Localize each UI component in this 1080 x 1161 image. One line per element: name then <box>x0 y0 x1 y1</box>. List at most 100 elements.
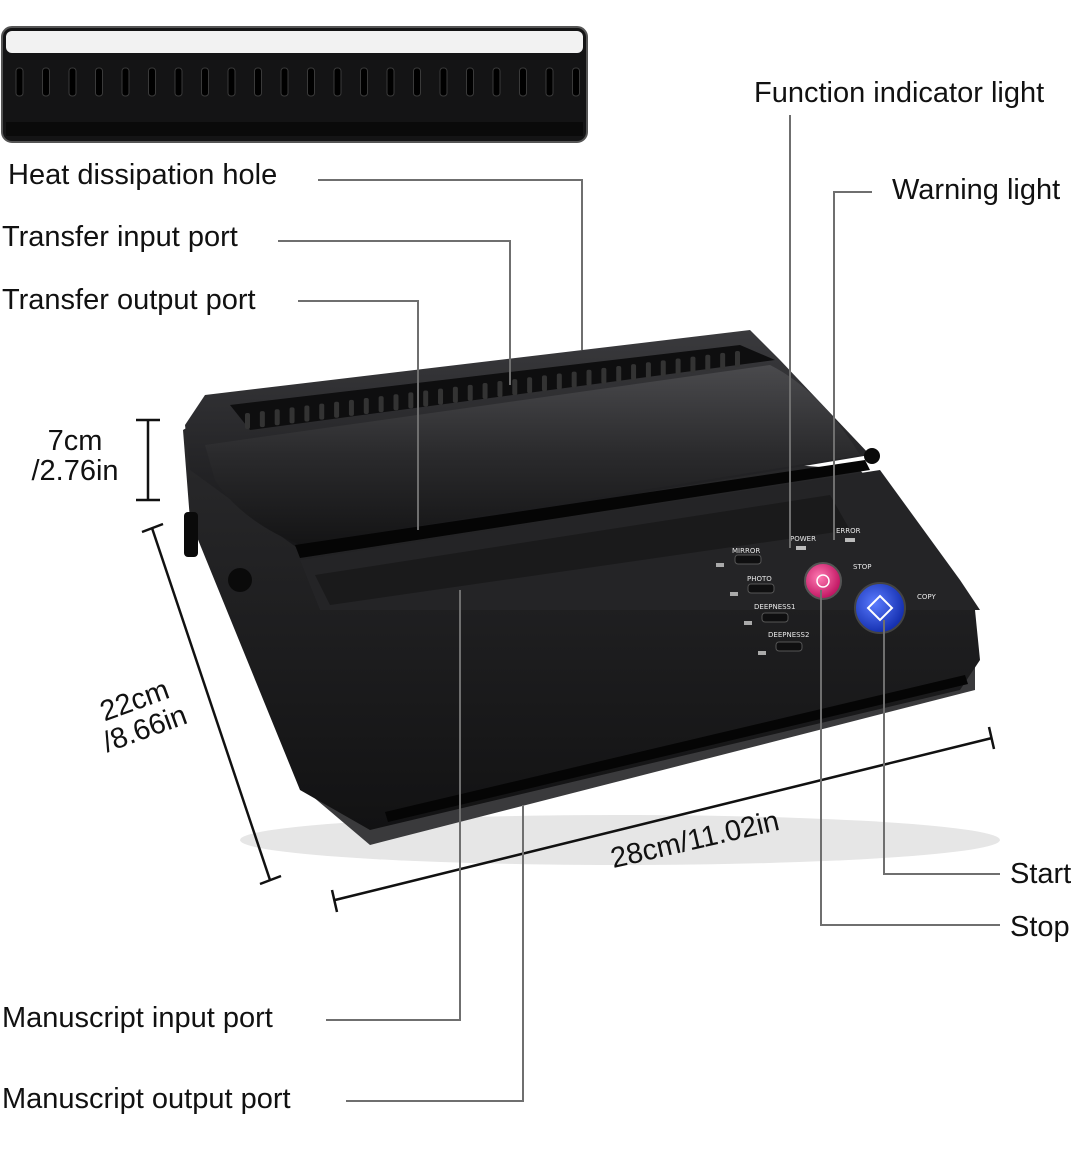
device-vent-slot <box>334 401 340 418</box>
photo-label: PHOTO <box>747 575 772 583</box>
device-vent-slot <box>556 373 562 390</box>
device-vent-slot <box>482 382 488 399</box>
depth-dimension-mark <box>141 522 282 886</box>
device-vent-slot <box>660 360 666 377</box>
deepness1-label: DEEPNESS1 <box>754 603 795 611</box>
device-vent-slot <box>259 411 265 428</box>
device-vent-slot <box>720 352 726 369</box>
vent-slot <box>492 67 501 97</box>
thermal-copier-device: POWER ERROR MIRROR PHOTO DEEPNESS1 DEEPN… <box>183 330 1000 865</box>
height-dimension-mark <box>136 418 160 502</box>
error-label: ERROR <box>836 527 861 535</box>
vent-slot <box>519 67 527 97</box>
deepness2-led <box>758 651 766 655</box>
device-vent-slot <box>586 369 592 386</box>
copy-label: COPY <box>917 593 936 601</box>
vent-slot <box>42 67 50 97</box>
deepness1-led <box>744 621 752 625</box>
vent-slot <box>227 67 236 97</box>
device-vent-slot <box>363 397 369 414</box>
vent-slot <box>333 67 342 97</box>
device-vent-slot <box>527 377 533 394</box>
manuscript-output-port-label: Manuscript output port <box>2 1083 291 1115</box>
heat-vent-closeup <box>1 26 588 143</box>
device-vent-slot <box>378 396 384 413</box>
device-vent-slot <box>408 392 414 409</box>
leader-manuscript-output-port <box>346 805 524 1102</box>
control-panel: POWER ERROR MIRROR PHOTO DEEPNESS1 DEEPN… <box>716 527 936 655</box>
device-vent-slot <box>497 381 503 398</box>
stop-symbol-icon <box>816 574 830 588</box>
device-vent-slot <box>304 405 310 422</box>
photo-button[interactable] <box>747 583 775 594</box>
leader-transfer-input-port <box>278 240 511 385</box>
leader-transfer-output-port <box>298 300 419 530</box>
height-in: /2.76in <box>31 455 119 488</box>
vent-slot <box>121 67 130 97</box>
deepness1-button[interactable] <box>761 612 789 623</box>
vent-slot <box>439 67 448 97</box>
mirror-led <box>716 563 724 567</box>
mirror-button[interactable] <box>734 554 762 565</box>
photo-led <box>730 592 738 596</box>
height-cm: 7cm <box>47 425 103 457</box>
vent-slot <box>545 67 554 97</box>
stop-callout-label: Stop <box>1010 911 1070 943</box>
power-label: POWER <box>790 535 816 543</box>
device-vent-slot <box>348 399 354 416</box>
device-vent-slot <box>616 366 622 383</box>
device-vent-slot <box>467 384 473 401</box>
device-vent-slot <box>645 362 651 379</box>
vent-slot <box>68 67 77 97</box>
device-vent-slot <box>245 413 250 429</box>
vent-slot <box>280 67 289 97</box>
vent-slot <box>413 67 421 97</box>
vent-slot <box>148 67 156 97</box>
vent-slot <box>15 67 24 97</box>
vent-slot <box>307 67 315 97</box>
copy-symbol-icon <box>866 594 894 622</box>
leader-manuscript-input-port <box>326 590 461 1021</box>
leader-heat-dissipation-hole <box>318 179 583 350</box>
warning-light-label: Warning light <box>892 174 1061 206</box>
vent-slot <box>466 67 474 97</box>
vent-slot <box>572 67 580 97</box>
device-vent-slot <box>675 358 681 375</box>
deepness2-label: DEEPNESS2 <box>768 631 809 639</box>
leader-stop <box>820 590 1000 926</box>
stop-button[interactable] <box>804 562 842 600</box>
deepness2-button[interactable] <box>775 641 803 652</box>
heat-dissipation-hole-label: Heat dissipation hole <box>8 159 278 191</box>
device-vent-slot <box>393 394 399 411</box>
mirror-label: MIRROR <box>732 547 760 555</box>
device-vent-slot <box>705 354 711 371</box>
error-indicator <box>845 538 855 542</box>
device-vent-slot <box>601 367 607 384</box>
device-vent-slot <box>289 407 295 424</box>
vent-slot <box>360 67 368 97</box>
device-vent-slot <box>735 351 740 367</box>
leader-start <box>883 620 1000 875</box>
vent-slot <box>174 67 183 97</box>
device-vent-slot <box>690 356 696 373</box>
vent-slot <box>254 67 262 97</box>
vent-slot <box>386 67 395 97</box>
manuscript-input-port-label: Manuscript input port <box>2 1002 273 1034</box>
function-indicator-light-label: Function indicator light <box>754 77 1045 109</box>
device-vent-slot <box>319 403 325 420</box>
device-vent-slot <box>274 409 280 426</box>
leader-warning-light <box>833 191 872 540</box>
device-vent-slot <box>512 379 518 396</box>
start-label: Start <box>1010 858 1072 890</box>
device-vent-slot <box>541 375 547 392</box>
power-indicator <box>796 546 806 550</box>
device-vent-slot <box>631 364 637 381</box>
device-vent-slot <box>571 371 577 388</box>
width-dimension-mark <box>330 726 996 913</box>
stop-label: STOP <box>853 563 871 571</box>
vent-slot <box>95 67 103 97</box>
vent-slot <box>201 67 209 97</box>
height-dimension-label: 7cm /2.76in <box>20 426 130 487</box>
start-button[interactable] <box>854 582 906 634</box>
device-vent-slot <box>423 390 429 407</box>
